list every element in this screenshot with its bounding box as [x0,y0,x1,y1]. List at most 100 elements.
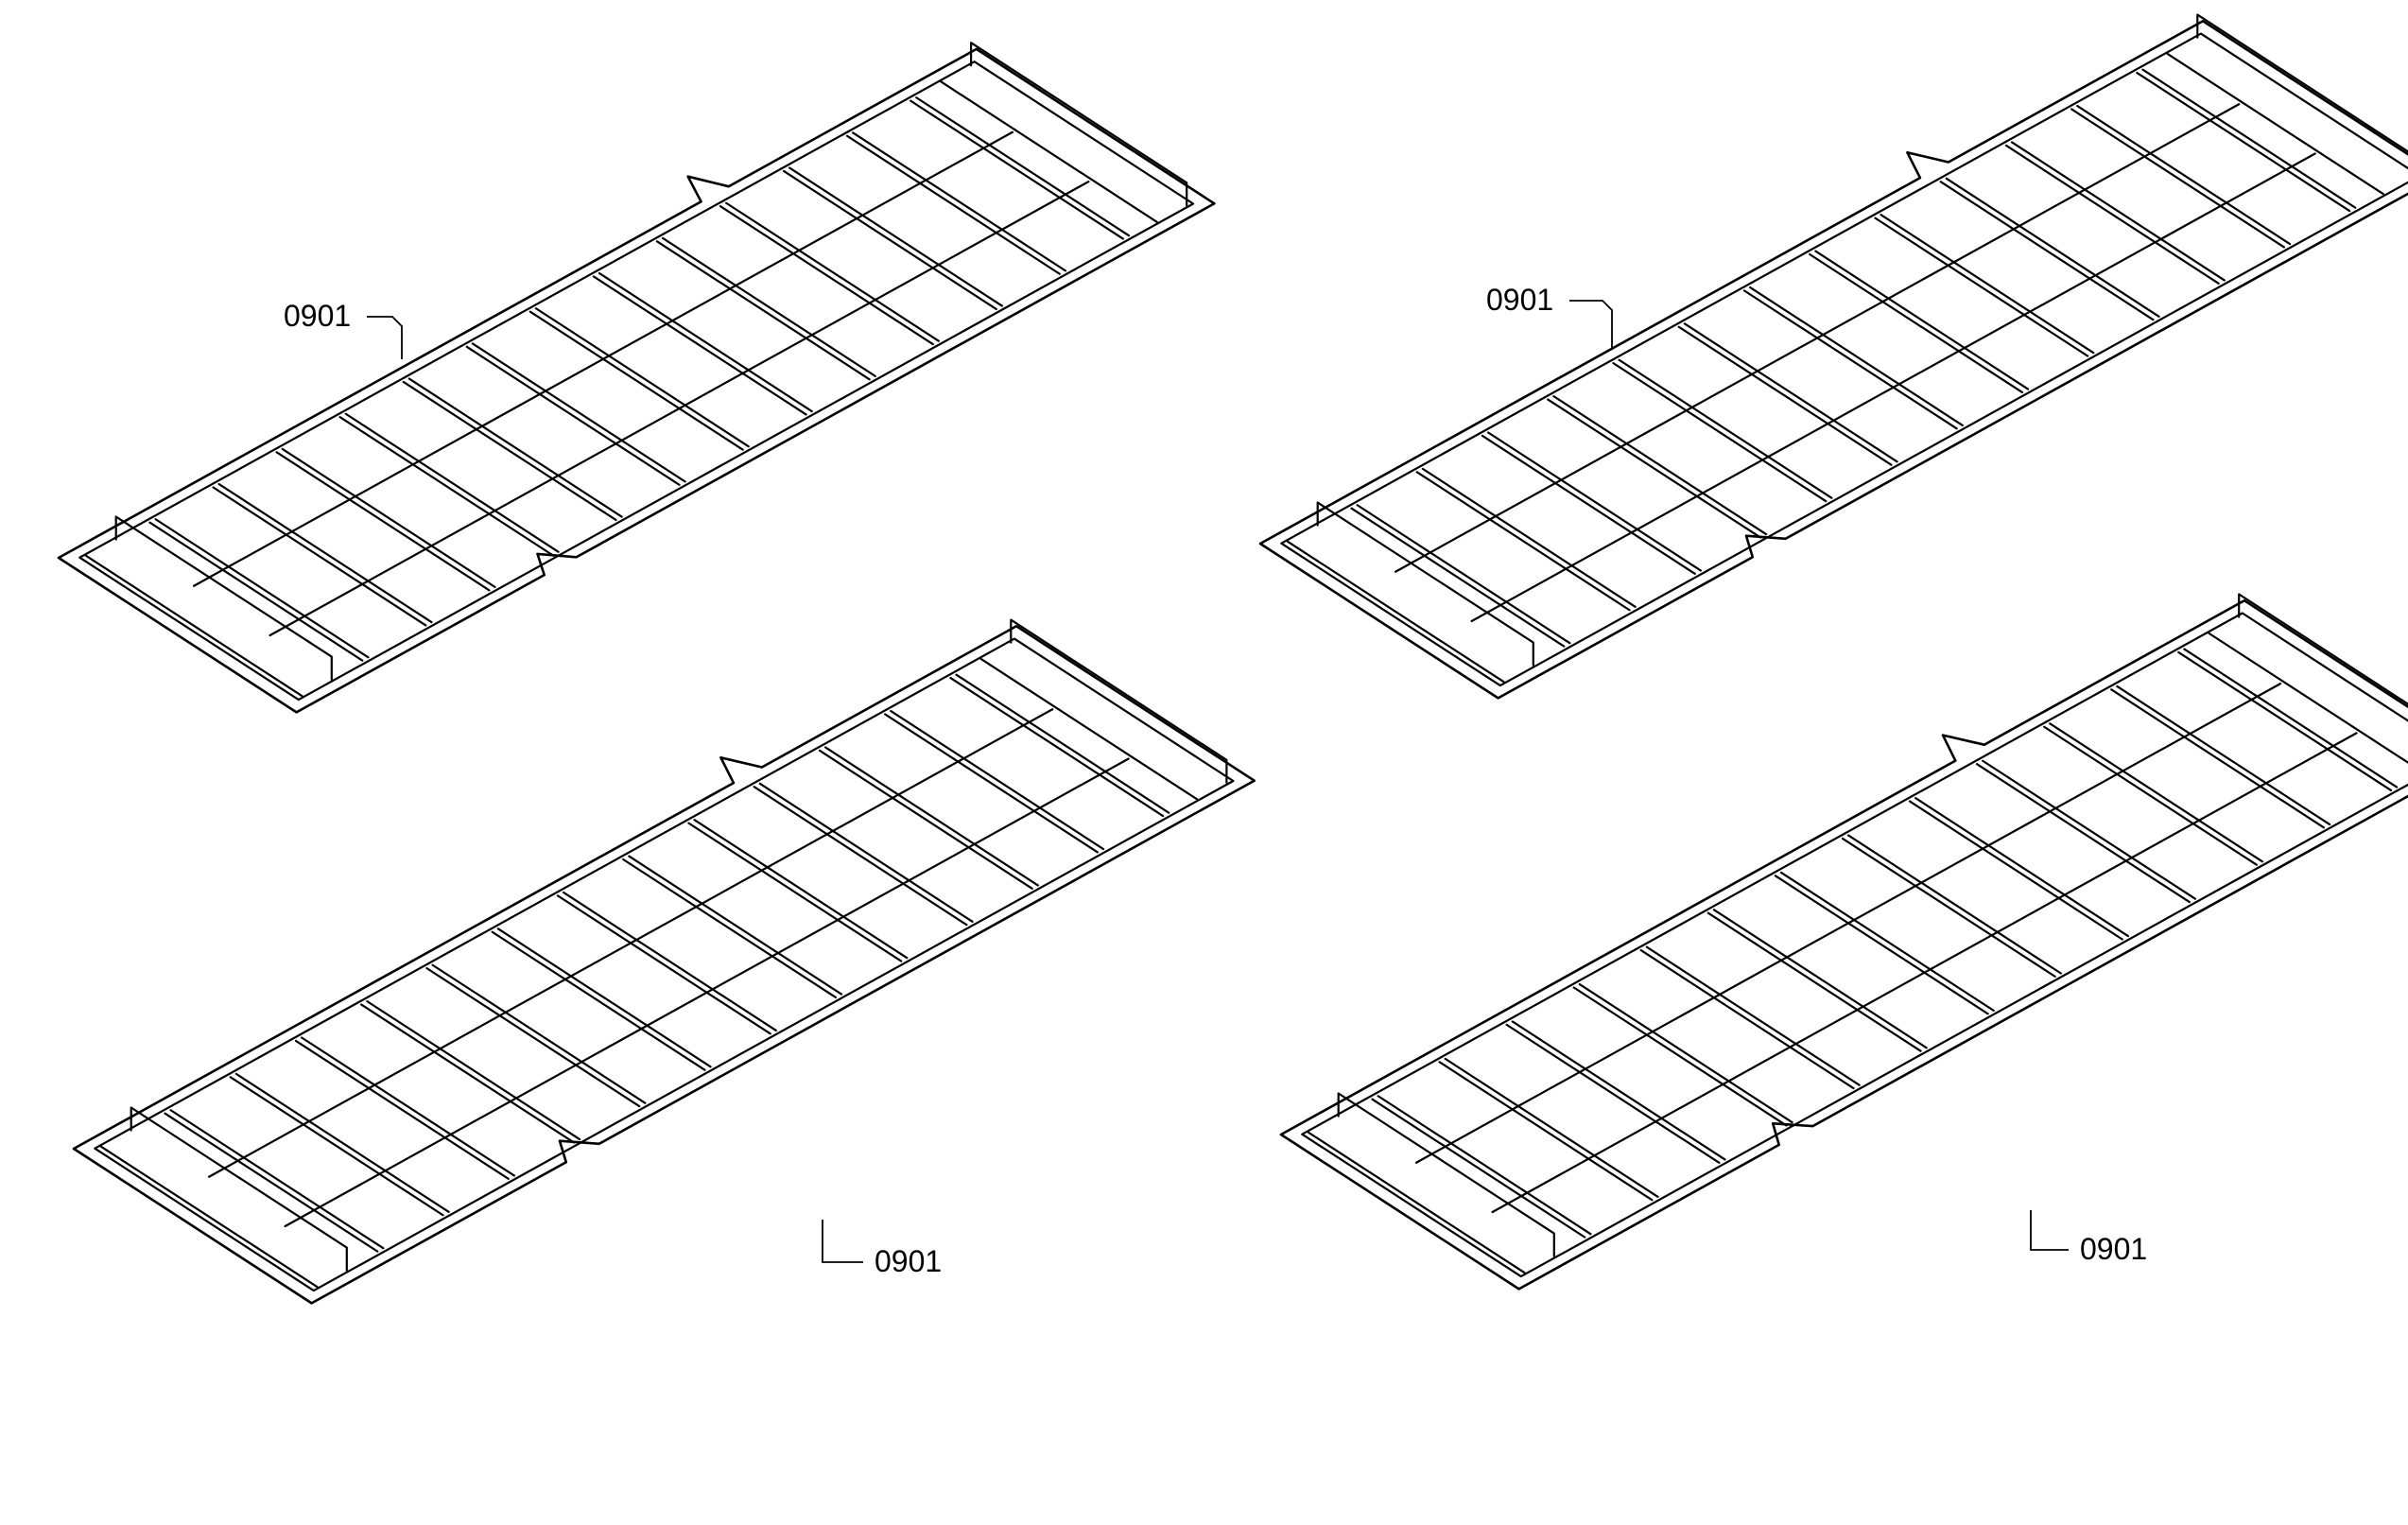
rack-wire [431,963,647,1104]
rack-inner-frame [1280,32,2408,687]
part-number-label: 0901 [2080,1232,2147,1266]
rack-wire [229,1076,444,1217]
rack-wire [725,201,940,342]
rack-wire [788,166,1004,307]
part-number-label: 0901 [284,299,351,333]
rack-wire [884,713,1100,854]
rack-wire [628,855,843,996]
rack-wire [1748,286,1964,427]
rack-side-guard [2166,52,2384,196]
rack-wire [782,169,997,311]
callout-leader [367,316,403,359]
oven-rack-3: 0901 [1258,13,2408,700]
rack-wire [528,310,744,451]
rack-wire [719,205,934,346]
rack-wire [169,1109,385,1250]
rack-wire [1712,909,1928,1049]
rack-side-guard [940,80,1158,223]
rack-side-guard [114,515,333,681]
callout-leader [1569,300,1613,350]
rack-wire [1547,398,1762,539]
rack-wire [661,236,876,377]
rack-wire [1908,800,2123,941]
rack-side-guard [85,554,303,698]
rack-wire [1487,431,1702,572]
rack-wire [217,482,433,624]
rack-wire [360,1003,576,1144]
rack-wire [2070,108,2286,249]
rack-wire [344,412,560,553]
rack-wire [1914,797,2129,938]
rack-wire [818,749,1033,890]
rack-wire [687,822,903,962]
rack-wire [753,786,968,927]
rack-wire [1505,1023,1721,1164]
rack-support-wire [207,708,1054,1178]
rack-frame [57,47,1216,714]
rack-side-guard [2196,13,2408,153]
rack-wire [758,782,974,923]
rack-wire [655,240,871,381]
rack-wire [693,819,909,960]
rack-wire [164,1112,379,1253]
rack-wire [955,673,1170,814]
rack-wire [338,416,554,557]
rack-wire [1356,504,1571,645]
rack-wire [212,486,427,627]
rack-side-guard [979,657,1199,801]
rack-wire [2183,648,2399,788]
rack-wire [1572,986,1788,1127]
rack-wire [1880,214,2095,355]
rack-wire [154,518,370,659]
rack-wire [366,1000,581,1141]
rack-wire [1618,358,1833,499]
rack-wire [1939,181,2155,321]
rack-wire [1809,252,2024,394]
rack-wire [1677,325,1893,466]
callout-leader [822,1220,863,1263]
oven-rack-4: 0901 [1279,593,2408,1291]
rack-wire [1645,945,1861,1086]
rack-wire [1415,471,1631,612]
rack-wire [1706,911,1922,1052]
rack-wire [1975,763,2191,904]
rack-wire [1846,834,2062,975]
rack-wire [852,131,1067,272]
rack-wire [1774,875,1989,1015]
rack-wire [622,858,838,999]
rack-wire [2010,141,2226,282]
rack-support-wire [1394,103,2241,573]
rack-wire [1438,1061,1654,1202]
rack-wire [2136,71,2351,213]
rack-wire [846,134,1061,275]
rack-side-guard [2208,632,2408,764]
rack-wire [1350,507,1566,648]
rack-wire [1742,289,1958,430]
rack-wire [2177,650,2393,792]
rack-wire [402,380,617,522]
rack-wire [890,709,1105,851]
rack-wire [2004,144,2220,285]
part-number-label: 0901 [875,1244,942,1278]
rack-wire [2043,725,2258,866]
rack-wire [823,746,1039,887]
rack-wire [1444,1057,1659,1198]
rack-wire [407,377,623,518]
rack-wire [425,967,641,1108]
rack-frame [1279,598,2408,1291]
rack-support-wire [269,180,1090,637]
rack-wire [465,345,681,486]
rack-side-guard [2238,593,2408,705]
rack-wire [1639,948,1855,1090]
rack-wire [471,342,686,483]
rack-wire [1481,434,1696,575]
rack-side-guard [1308,1131,1526,1274]
rack-wire [1683,322,1898,463]
rack-wire [2076,104,2292,246]
rack-wire [1511,1020,1726,1161]
rack-side-guard [1337,1092,1555,1257]
rack-support-wire [1470,152,2316,623]
rack-wire [1421,467,1637,608]
rack-wire [598,271,813,413]
